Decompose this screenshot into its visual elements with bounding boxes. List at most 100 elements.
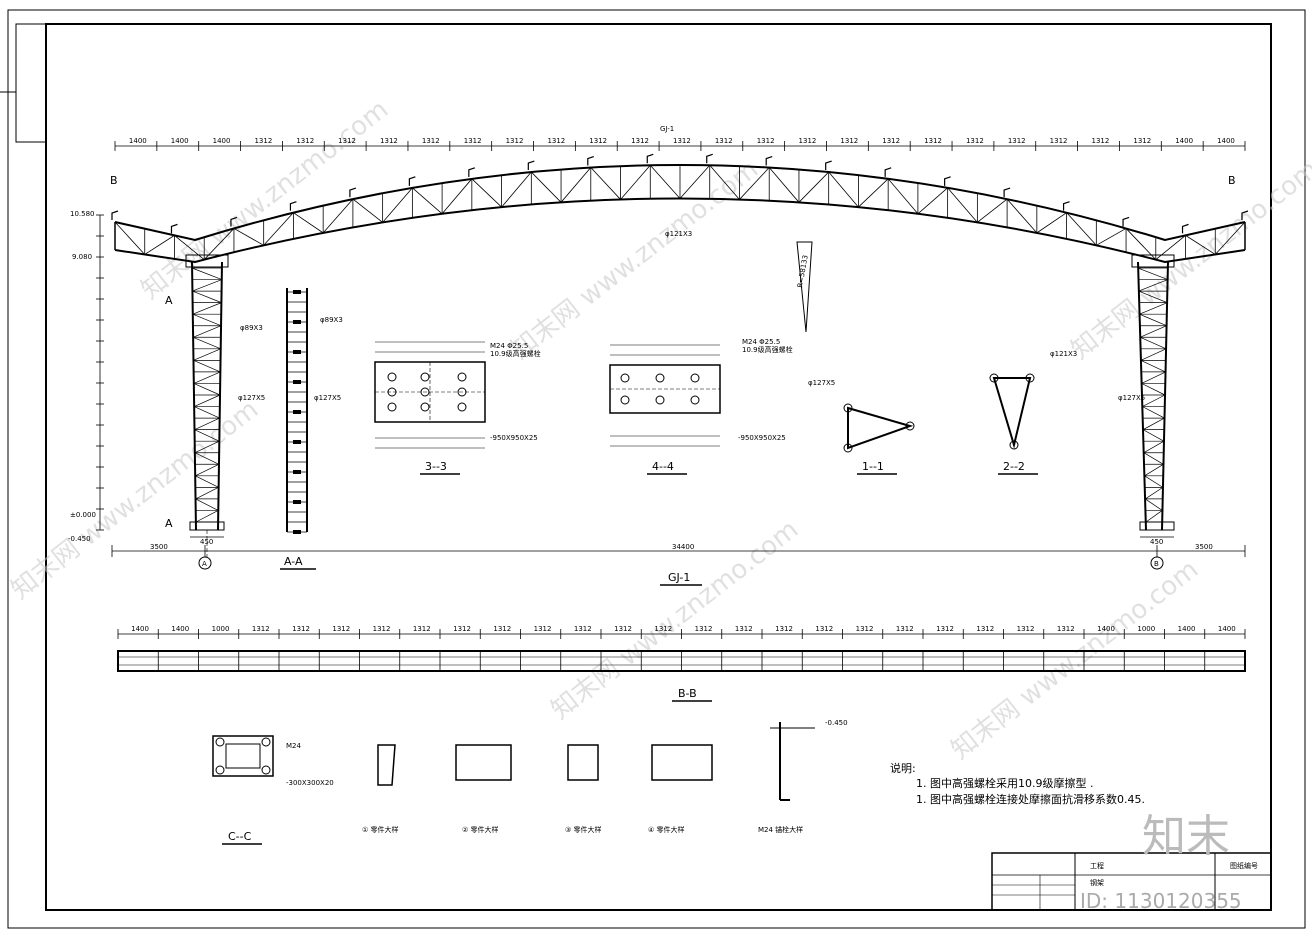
bb-dim-value: 1312 xyxy=(896,625,914,633)
radius-label: R=58133 xyxy=(796,254,810,288)
section-cc-title: C--C xyxy=(228,830,252,843)
bolt-spec-33: M24 Φ25.5 xyxy=(490,342,528,350)
bb-dim-value: 1312 xyxy=(534,625,552,633)
span-dim: 34400 xyxy=(672,543,694,551)
title-block-project: 工程 xyxy=(1090,861,1104,870)
section-11-title: 1--1 xyxy=(862,460,884,473)
radius-wedge: R=58133 xyxy=(796,241,813,333)
anchor-label: M24 锚栓大样 xyxy=(758,825,803,834)
top-dim-value: 1312 xyxy=(1008,137,1026,145)
top-dim-value: 1312 xyxy=(882,137,900,145)
bb-dim-value: 1312 xyxy=(1057,625,1075,633)
bb-dim-value: 1312 xyxy=(1017,625,1035,633)
note-1: 1. 图中高强螺栓采用10.9级摩擦型 . xyxy=(916,776,1093,790)
top-dim-value: 1312 xyxy=(422,137,440,145)
section-aa: φ89X3 φ127X5 A-A xyxy=(280,288,343,570)
top-dim-value: 1400 xyxy=(129,137,147,145)
left-offset-dim: 3500 xyxy=(150,543,168,551)
span-dimension: 3500 34400 3500 xyxy=(111,543,1246,557)
bb-dim-value: 1312 xyxy=(775,625,793,633)
section-mark-a-bottom: A xyxy=(165,517,173,530)
anchor-bolt: -0.450 M24 锚栓大样 xyxy=(758,719,848,834)
right-offset-dim: 3500 xyxy=(1195,543,1213,551)
top-dim-value: 1400 xyxy=(1175,137,1193,145)
top-dim-value: 1312 xyxy=(715,137,733,145)
left-col-pipe-label: φ89X3 xyxy=(240,324,263,332)
detail-4-4: M24 Φ25.5 10.9级高强螺栓 -950X950X25 4--4 xyxy=(609,338,793,475)
bolt-spec-44: M24 Φ25.5 xyxy=(742,338,780,346)
part-3-label: ③ 零件大样 xyxy=(565,825,602,834)
watermark: 知末网 www.znzmo.com xyxy=(946,555,1204,766)
top-dim-value: 1312 xyxy=(1133,137,1151,145)
elev-bottom: -0.450 xyxy=(68,535,91,543)
watermark: 知末网 www.znzmo.com xyxy=(1066,155,1312,366)
anchor-elev: -0.450 xyxy=(825,719,848,727)
section-2-2: φ121X3 2--2 xyxy=(989,350,1077,475)
col-width-right: 450 xyxy=(1150,538,1163,546)
section-22-title: 2--2 xyxy=(1003,460,1025,473)
top-dim-value: 1312 xyxy=(380,137,398,145)
bb-dim-value: 1312 xyxy=(735,625,753,633)
bb-dim-value: 1312 xyxy=(936,625,954,633)
plate-spec-44: -950X950X25 xyxy=(738,434,786,442)
brand-logo: 知末 xyxy=(1142,811,1230,862)
bb-dim-value: 1312 xyxy=(453,625,471,633)
bb-dim-value: 1400 xyxy=(1178,625,1196,633)
top-dim-value: 1312 xyxy=(631,137,649,145)
part-1-label: ① 零件大样 xyxy=(362,825,399,834)
inner-border xyxy=(45,23,1272,911)
section-33-title: 3--3 xyxy=(425,460,447,473)
right-col-chord-label: φ127X5 xyxy=(1118,394,1145,402)
bb-dim-value: 1312 xyxy=(493,625,511,633)
col-width-left: 450 xyxy=(200,538,213,546)
cc-bolt: M24 xyxy=(286,742,301,750)
bb-dim-value: 1312 xyxy=(614,625,632,633)
section-44-title: 4--4 xyxy=(652,460,674,473)
arched-truss xyxy=(111,153,1249,264)
top-dim-value: 1312 xyxy=(799,137,817,145)
section-mark-b-left: B xyxy=(110,174,118,187)
bb-dim-value: 1312 xyxy=(574,625,592,633)
cc-plate: -300X300X20 xyxy=(286,779,334,787)
truss-pipe-label: φ121X3 xyxy=(665,230,692,238)
bb-dim-value: 1312 xyxy=(413,625,431,633)
top-dim-value: 1312 xyxy=(589,137,607,145)
plate-spec-33: -950X950X25 xyxy=(490,434,538,442)
notes-heading: 说明: xyxy=(890,761,916,775)
notes: 说明: 1. 图中高强螺栓采用10.9级摩擦型 . 1. 图中高强螺栓连接处摩擦… xyxy=(890,761,1145,806)
bolt-grade-44: 10.9级高强螺栓 xyxy=(742,345,793,354)
title-block-no: 图纸编号 xyxy=(1230,861,1258,870)
bb-dim-value: 1312 xyxy=(332,625,350,633)
top-dim-value: 1312 xyxy=(547,137,565,145)
right-column: B 450 xyxy=(1131,254,1175,570)
axis-a-label: A xyxy=(202,560,207,568)
brand-id: ID: 1130120355 xyxy=(1080,889,1242,913)
title-block: 工程 图纸编号 钢架 xyxy=(991,852,1272,911)
axis-b-label: B xyxy=(1154,560,1159,568)
bb-dim-value: 1312 xyxy=(856,625,874,633)
watermark: 知末网 www.znzmo.com xyxy=(136,95,394,306)
title-block-name: 钢架 xyxy=(1090,878,1104,887)
bb-dim-value: 1400 xyxy=(1097,625,1115,633)
top-dim-value: 1312 xyxy=(966,137,984,145)
bb-dim-value: 1000 xyxy=(212,625,230,633)
part-details: ① 零件大样 ② 零件大样 ③ 零件大样 ④ 零件大样 xyxy=(362,744,713,834)
section-bb: 1400 1400 1000 1312 1312 1312 1312 1312 1312 1312… xyxy=(117,625,1246,702)
note-2: 1. 图中高强螺栓连接处摩擦面抗滑移系数0.45. xyxy=(916,792,1145,806)
bb-dim-value: 1400 xyxy=(1218,625,1236,633)
left-col-chord-label: φ127X5 xyxy=(238,394,265,402)
top-dim-value: 1312 xyxy=(254,137,272,145)
bb-dim-value: 1400 xyxy=(131,625,149,633)
elev-base: ±0.000 xyxy=(70,511,96,519)
bb-dim-value: 1312 xyxy=(815,625,833,633)
top-dim-value: 1400 xyxy=(1217,137,1235,145)
watermark: 知末网 www.znzmo.com xyxy=(6,395,264,606)
bb-dim-value: 1312 xyxy=(976,625,994,633)
section-1-1: φ127X5 1--1 xyxy=(808,379,915,475)
aa-pipe-label: φ89X3 xyxy=(320,316,343,324)
detail-3-3: M24 Φ25.5 10.9级高强螺栓 -950X950X25 3--3 xyxy=(374,341,541,475)
part-4-label: ④ 零件大样 xyxy=(648,825,685,834)
bb-dim-value: 1000 xyxy=(1137,625,1155,633)
bb-dim-value: 1312 xyxy=(695,625,713,633)
truss-section-tag: GJ-1 xyxy=(660,125,674,133)
